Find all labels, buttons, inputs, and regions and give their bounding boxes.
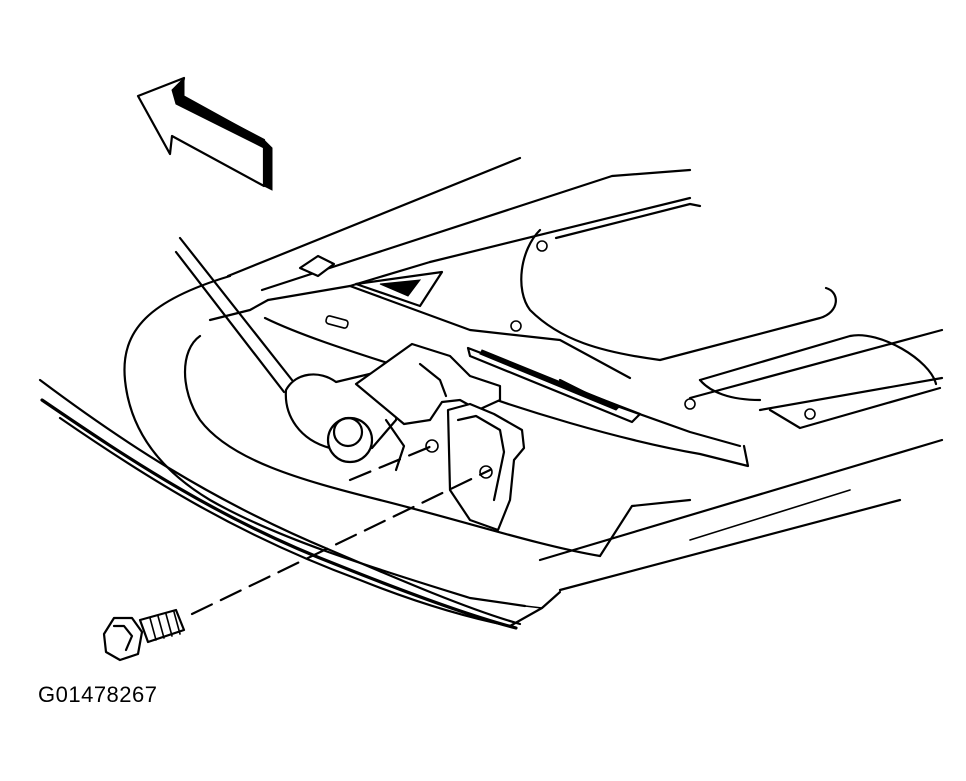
bolt-alignment-line [190, 468, 492, 616]
release-cable-icon [174, 236, 294, 394]
hood-panel [38, 156, 944, 630]
direction-arrow-icon [136, 76, 273, 191]
latch-alignment-line [348, 444, 434, 482]
hood-latch-icon [284, 342, 526, 532]
bolt-icon [102, 608, 186, 662]
figure-id-label: G01478267 [38, 682, 158, 707]
